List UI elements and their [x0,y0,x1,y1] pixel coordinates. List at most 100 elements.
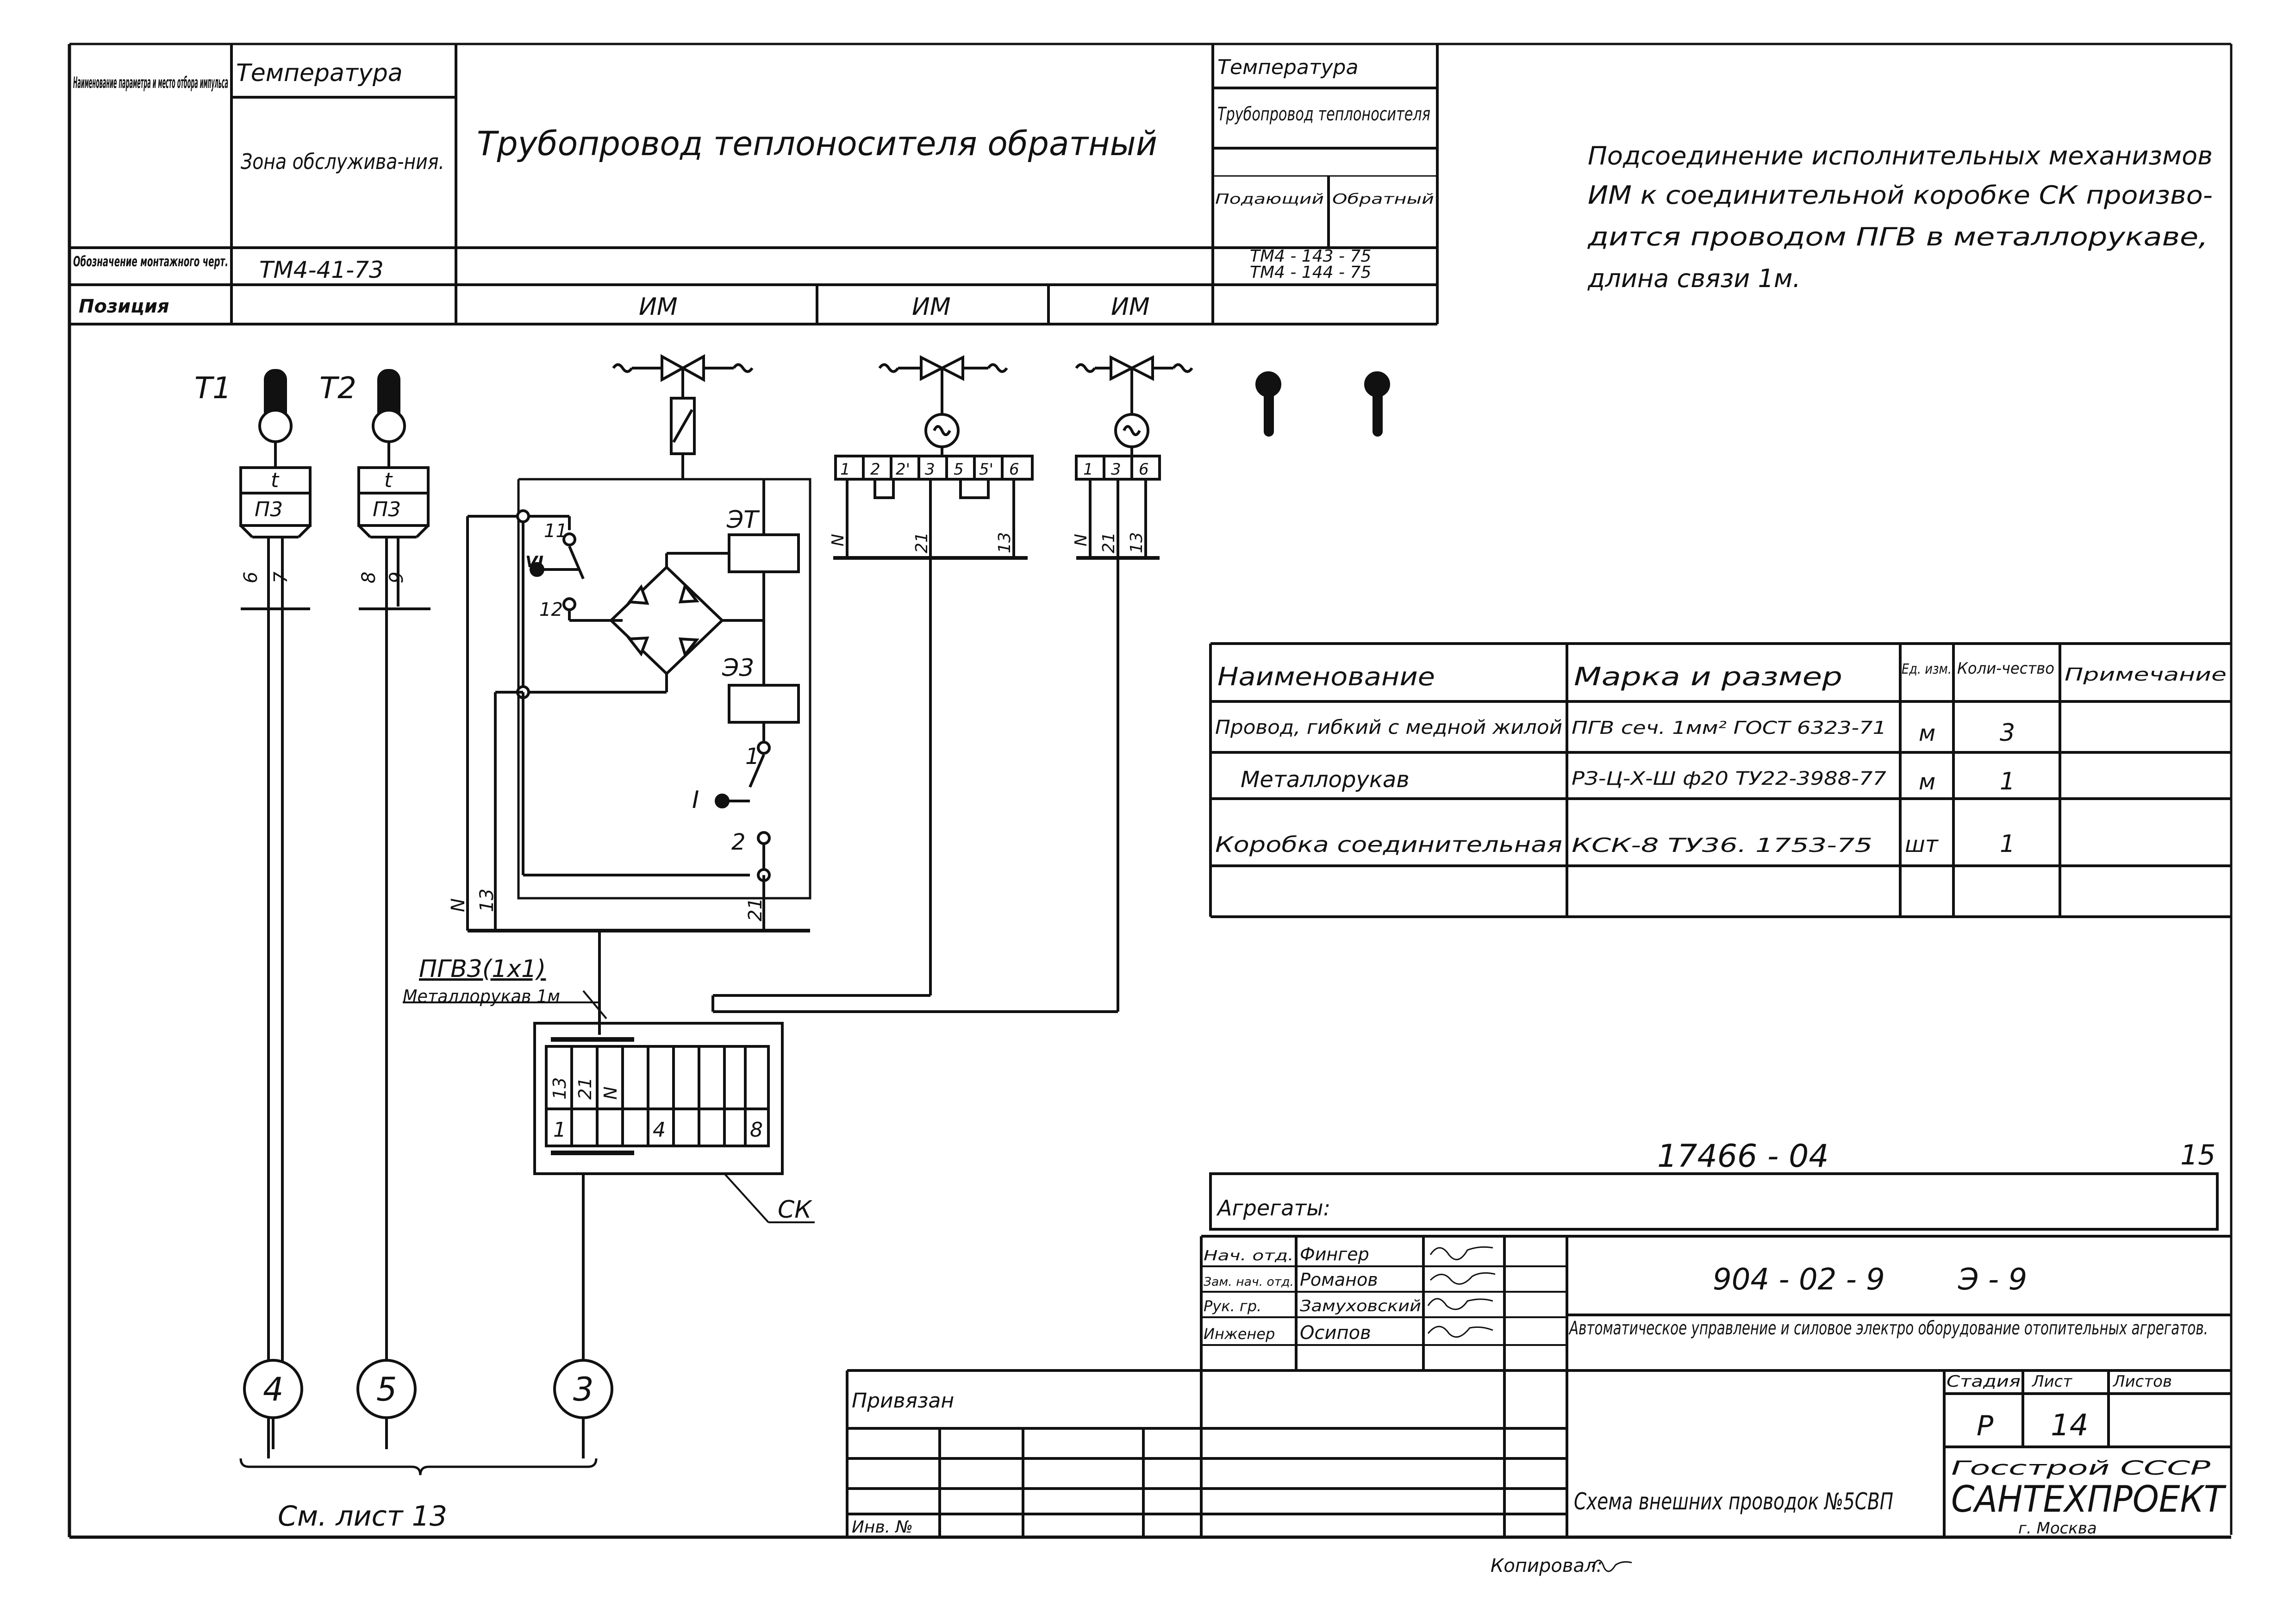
relay-et: ЭТ [726,506,760,534]
im2-term-3: 3 [1111,460,1121,479]
parameter-table [69,44,1439,325]
spec-row1-mark: ПГВ сеч. 1мм² ГОСТ 6323-71 [1572,718,1886,738]
im2-wire-13: 13 [1127,532,1146,553]
box-term-8: 8 [750,1118,763,1142]
im1-term-3: 3 [925,460,935,479]
spare-sensors [1255,371,1390,437]
sensor-t1 [239,369,312,1458]
spec-head-unit: Ед. изм. [1902,661,1952,677]
org-2: САНТЕХПРОЕКТ [1951,1479,2227,1520]
note-line-4: длина связи 1м. [1587,264,1801,293]
im2-wire-21: 21 [1099,532,1118,553]
t2-t-mark: t [384,469,393,492]
im2-wire-n: N [1072,534,1091,546]
im2-term-6: 6 [1139,460,1149,479]
aggregates-label: Агрегаты: [1216,1195,1330,1220]
t1-p3: П3 [255,498,283,521]
t2-p3: П3 [373,498,401,521]
circuit-wire-21: 21 [745,898,766,921]
im1-term-5: 5 [954,460,964,479]
valve-im3 [713,355,1193,1013]
col1-drawing: ТМ4-41-73 [259,257,384,283]
bound-label: Привязан [852,1389,954,1413]
title-block [846,1172,2231,1537]
name-2: Романов [1300,1270,1378,1290]
im1-term-5p: 5' [979,460,993,479]
title-line-1: Автоматическое управление и силовое элек… [1568,1318,2208,1339]
t1-wire-6: 6 [240,572,262,583]
role-1: Нач. отд. [1204,1248,1294,1264]
role-2: Зам. нач. отд. [1204,1275,1294,1289]
box-term-n: N [600,1087,621,1100]
circle-5: 5 [376,1370,397,1408]
im1-term-2: 2 [870,460,880,479]
circle-3: 3 [573,1370,594,1408]
stage-value: Р [1977,1410,1994,1442]
circle-4: 4 [263,1370,284,1408]
sheet-head: Лист [2031,1372,2072,1391]
spec-row3-name: Коробка соединительная [1215,832,1562,857]
spec-row1-name: Провод, гибкий с медной жилой [1215,716,1562,738]
spec-row2-name: Металлорукав [1241,767,1410,793]
spec-table [1209,642,2231,918]
spec-row2-mark: РЗ-Ц-Х-Ш ф20 ТУ22-3988-77 [1572,768,1887,789]
valve-im2 [713,355,1034,997]
doc-number: 17466 - 04 [1657,1138,1829,1175]
sheet-code: Э - 9 [1958,1263,2027,1297]
note-line-1: Подсоединение исполнительных механизмов [1588,141,2213,170]
note-line-2: ИМ к соединительной коробке СК произво- [1588,181,2213,210]
spec-row3-qty: 1 [2000,830,2015,858]
valve-im1 [612,354,754,479]
signatures [1427,1246,1496,1338]
page-number: 15 [2180,1139,2215,1171]
inv-label: Инв. № [852,1518,913,1537]
connection-circles [239,1359,613,1476]
name-1: Фингер [1300,1244,1369,1264]
copied-signature [1591,1559,1632,1572]
see-sheet-note: См. лист 13 [278,1500,447,1533]
spec-row2-qty: 1 [2000,768,2015,795]
col1-head: Температура [236,59,403,87]
spec-head-mark: Марка и размер [1574,662,1842,691]
col1-sub: Зона обслужива-ния. [241,149,444,174]
name-4: Осипов [1300,1322,1371,1344]
node-2: 2 [731,829,746,855]
sensor-t2 [357,369,430,1389]
sheets-head: Листов [2112,1372,2172,1391]
t1-t-mark: t [271,469,280,492]
im1-term-2p: 2' [896,460,910,479]
node-1: 1 [745,744,760,770]
sheet-value: 14 [2051,1408,2088,1443]
im1-wire-13: 13 [995,532,1014,553]
row-label-position: Позиция [79,296,169,317]
im1-wire-n: N [829,534,848,546]
col3-head: Температура [1217,56,1358,79]
cable-label: ПГВ3(1х1) [419,955,546,983]
node-12: 12 [539,599,563,620]
role-3: Рук. гр. [1204,1297,1261,1315]
t2-wire-8: 8 [358,572,380,583]
col2-head: Трубопровод теплоносителя обратный [477,124,1157,163]
spec-row3-unit: шт [1905,832,1939,857]
project-code: 904 - 02 - 9 [1713,1263,1885,1297]
circuit-wire-13: 13 [476,888,498,912]
label-t1: Т1 [194,371,231,406]
switch-i: I [692,786,699,814]
col3-supply: Подающий [1215,191,1324,207]
junction-box [533,1022,815,1458]
org-1: Госстрой СССР [1951,1457,2211,1479]
col3-sub: Трубопровод теплоносителя [1217,104,1430,125]
spec-head-name: Наименование [1217,662,1435,691]
stage-head: Стадия [1947,1372,2021,1391]
row-label-param: Наименование параметра и место отбора им… [73,74,228,92]
cable-label-2: Металлорукав 1м [403,986,560,1007]
position-im-3: ИМ [1111,293,1150,321]
im1-term-6: 6 [1009,460,1019,479]
spec-head-note: Примечание [2065,664,2227,685]
box-term-1: 1 [553,1118,566,1142]
row-label-drawing: Обозначение монтажного черт. [73,254,228,270]
copied-label: Копировал: [1491,1555,1603,1577]
col3-drawing-b: ТМ4 - 144 - 75 [1250,263,1371,282]
